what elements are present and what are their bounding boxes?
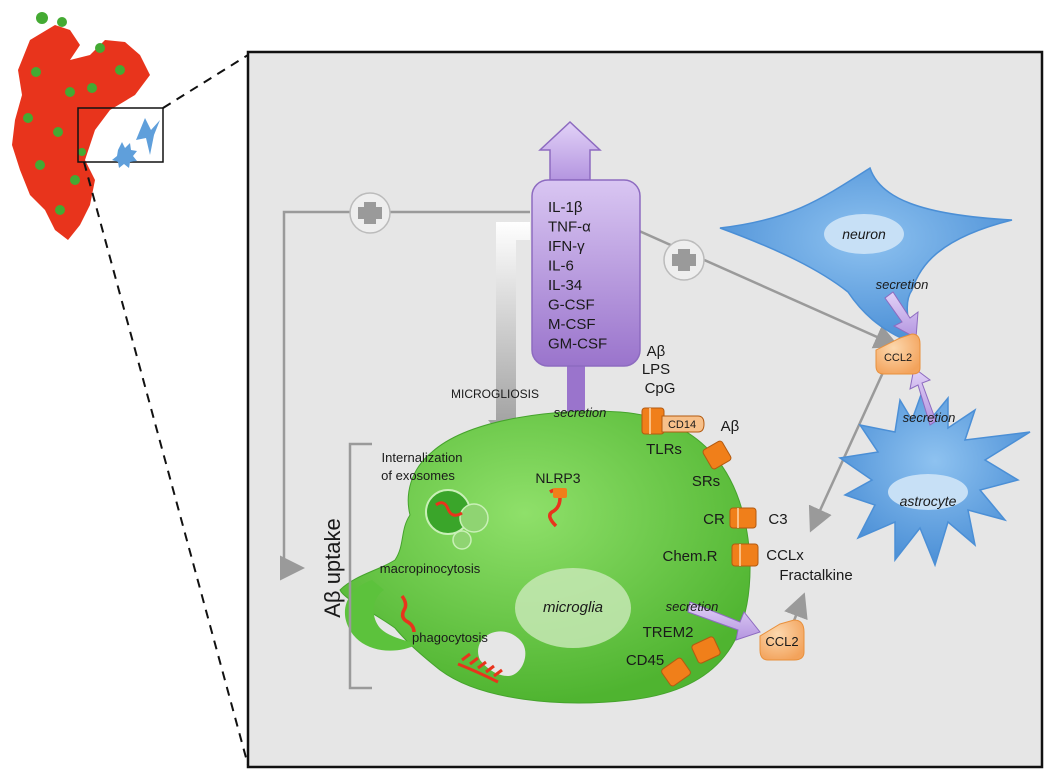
phagocytic-cup [478,631,526,676]
tissue-thumbnail [12,12,150,240]
microglia-label: microglia [543,599,603,616]
neuron-secretion-label: secretion [876,277,929,292]
microglia-secretion-arrow [687,601,761,641]
astrocyte-secretion-label: secretion [903,410,956,425]
cytokine-item: TNF-α [548,219,591,236]
plus-icon [663,239,705,281]
microgliosis-label: MICROGLIOSIS [451,387,539,401]
tlrs-label: TLRs [646,441,682,458]
ligand-cpg-label: CpG [645,380,676,397]
cr-label: CR [703,511,725,528]
receptor-tlrs [641,407,665,435]
feedback-loop-arrow [280,210,530,581]
cytokine-release-arrow [538,120,602,181]
ccl2-bottom-label: CCL2 [765,634,798,649]
plus-icon [349,192,391,234]
cytokine-item: IL-1β [548,199,583,216]
macropinocytosis-cup [344,580,418,651]
ccl2-to-microglia-arrow [808,367,887,533]
ligand-ab-label: Aβ [647,343,666,360]
receptor-cr [729,507,757,529]
ccl2-chemokine [759,619,805,661]
exosome-vesicle [459,503,489,533]
secretion-top-label: secretion [554,405,607,420]
microglia-nucleus [515,568,631,648]
amyloid-aggregate [457,652,503,684]
zoom-line-top [162,54,249,109]
cytokine-item: M-CSF [548,316,596,333]
astrocyte-label: astrocyte [900,493,957,509]
nlrp3-label: NLRP3 [535,470,580,486]
astrocyte-secretion-arrow [909,367,937,426]
cytokine-item: GM-CSF [548,336,607,353]
c3-label: C3 [768,511,787,528]
secretion-bottom-label: secretion [666,599,719,614]
thumbnail-astrocyte [112,142,137,168]
cytokine-item: IL-34 [548,277,582,294]
thumbnail-neuron [136,118,160,155]
ab-uptake-label: Aβ uptake [320,518,345,618]
receptor-trem2 [691,636,721,664]
receptor-srs [702,440,732,470]
cytokine-item: IL-6 [548,258,574,275]
cd14-label: CD14 [668,419,696,431]
receptor-cd45 [661,657,691,687]
chemr-label: Chem.R [662,548,717,565]
cclx-label: CCLx [766,547,804,564]
trem2-label: TREM2 [643,624,694,641]
nlrp3-inflammasome [553,488,567,498]
zoom-line-bottom [83,161,249,766]
neuron-label: neuron [842,226,886,242]
ccl2-label: CCL2 [884,352,912,364]
microgliosis-arrow [488,222,530,442]
cytokine-item: G-CSF [548,297,595,314]
phagocytosis-label: phagocytosis [412,630,488,645]
cytokine-box [531,179,641,367]
cytokine-item: IFN-γ [548,238,585,255]
cd45-label: CD45 [626,652,664,669]
neuron-nucleus [824,214,904,254]
srs-label: SRs [692,473,720,490]
uptake-bracket [348,442,372,690]
amyloid-fibril [435,501,463,517]
fractalkine-label: Fractalkine [779,567,852,584]
astrocyte-nucleus [888,474,968,510]
srs-ab-label: Aβ [721,418,740,435]
receptor-cd14: CD14 [661,415,705,433]
internalization-label: Internalization [382,450,463,465]
secretion-stem [567,362,585,412]
exosomes-label: of exosomes [381,468,455,483]
receptor-chemr [731,543,759,567]
neuron-secretion-arrow [884,291,919,339]
amyloid-fibril [400,594,416,633]
neuron-cell [719,166,1013,347]
macropinocytosis-label: macropinocytosis [380,561,481,576]
ccl2-chemokine [875,333,921,375]
exosome-vesicle [452,530,472,550]
ligand-lps-label: LPS [642,361,670,378]
